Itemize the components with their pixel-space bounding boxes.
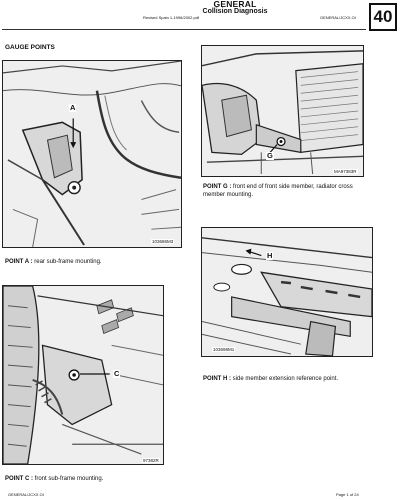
caption-point-h: POINT H : side member extension referenc… (203, 375, 373, 383)
front-subframe-illustration (3, 286, 163, 464)
figure-point-h: H 103698M1 (201, 227, 373, 357)
figure-c-code: 97382R (142, 458, 160, 463)
header-revised-note: Revised Spain 1-1996/2002.pdf (143, 15, 200, 20)
point-g-label: G (266, 151, 274, 160)
section-number-box: 40 (369, 3, 397, 31)
point-h-label: H (266, 251, 274, 260)
section-number: 40 (373, 7, 393, 26)
header-divider (2, 29, 366, 30)
section-heading: GAUGE POINTS (5, 44, 55, 51)
figure-point-c: C 97382R (2, 285, 164, 465)
figure-g-code: MA97383R (333, 169, 358, 174)
figure-point-a: A 103686M3 (2, 60, 182, 248)
figure-a-code: 103686M3 (151, 239, 175, 244)
caption-point-a-text: rear sub-frame mounting. (32, 259, 102, 265)
caption-point-a-label: POINT A : (5, 259, 33, 265)
caption-point-c-label: POINT C : (5, 476, 33, 482)
rear-subframe-illustration (3, 61, 181, 247)
header-subtitle: Collision Diagnosis (202, 8, 268, 15)
caption-point-h-text: side member extension reference point. (231, 376, 339, 382)
footer-doc-ref: GENERAL/JCXX.OI (8, 492, 44, 497)
caption-point-g: POINT G : front end of front side member… (203, 183, 365, 199)
caption-point-c: POINT C : front sub-frame mounting. (5, 475, 167, 483)
header-title: GENERAL (213, 0, 257, 9)
header-doc-ref: GENERAL/JCXX.OI (320, 15, 356, 20)
caption-point-h-label: POINT H : (203, 376, 231, 382)
figure-point-g: G MA97383R (201, 45, 364, 177)
point-c-label: C (113, 369, 121, 378)
front-side-member-illustration (202, 46, 363, 176)
point-a-label: A (69, 103, 77, 112)
figure-h-code: 103698M1 (212, 347, 236, 352)
caption-point-g-label: POINT G : (203, 184, 232, 190)
caption-point-a: POINT A : rear sub-frame mounting. (5, 258, 180, 266)
caption-point-g-text: front end of front side member, radiator… (203, 184, 353, 198)
footer-page-number: Page 1 of 24 (336, 492, 359, 497)
caption-point-c-text: front sub-frame mounting. (33, 476, 104, 482)
side-member-extension-illustration (202, 228, 372, 356)
